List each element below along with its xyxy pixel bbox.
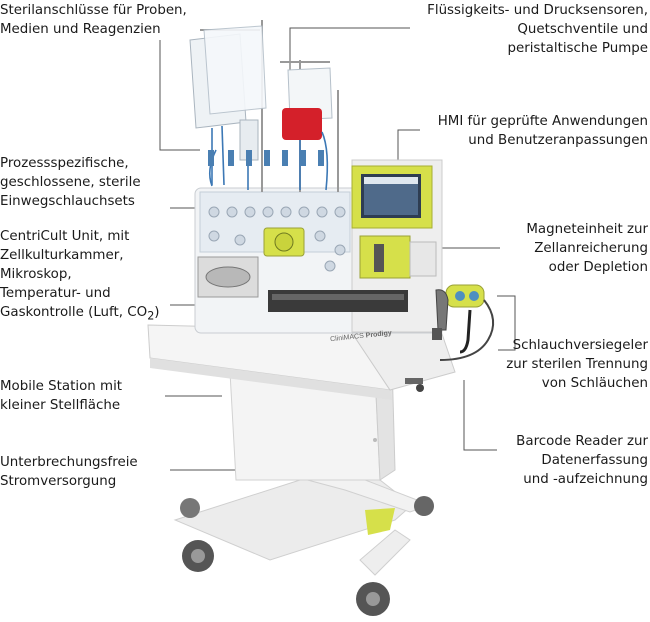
label-magnet-unit: Magneteinheit zur Zellanreicherung oder … — [526, 222, 648, 275]
brake-lever — [405, 378, 424, 392]
media-bags — [189, 25, 333, 161]
label-ups: Unterbrechungsfreie Stromversorgung — [0, 455, 138, 489]
tube-sealer — [439, 284, 495, 361]
magnet-unit — [359, 235, 437, 279]
valve-row — [208, 150, 324, 166]
label-sensors-valves: Flüssigkeits- und Drucksensoren, Quetsch… — [427, 3, 648, 56]
label-tube-sealer: Schlauchversiegeler zur sterilen Trennun… — [506, 338, 648, 391]
trolley-base — [173, 477, 434, 616]
label-mobile-station: Mobile Station mit kleiner Stellfläche — [0, 379, 123, 413]
barcode-reader — [432, 289, 449, 340]
label-sterile-connections: Sterilanschlüsse für Proben, Medien und … — [0, 3, 187, 37]
work-surface — [147, 324, 456, 400]
label-barcode-reader: Barcode Reader zur Datenerfassung und -a… — [516, 434, 648, 487]
label-hmi: HMI für geprüfte Anwendungen und Benutze… — [437, 114, 648, 148]
hmi-screen — [351, 165, 433, 229]
label-centricult: CentriCult Unit, mit Zellkulturkammer, M… — [0, 229, 160, 323]
label-tubing-sets: Prozessspezifische, geschlossene, steril… — [0, 156, 141, 209]
